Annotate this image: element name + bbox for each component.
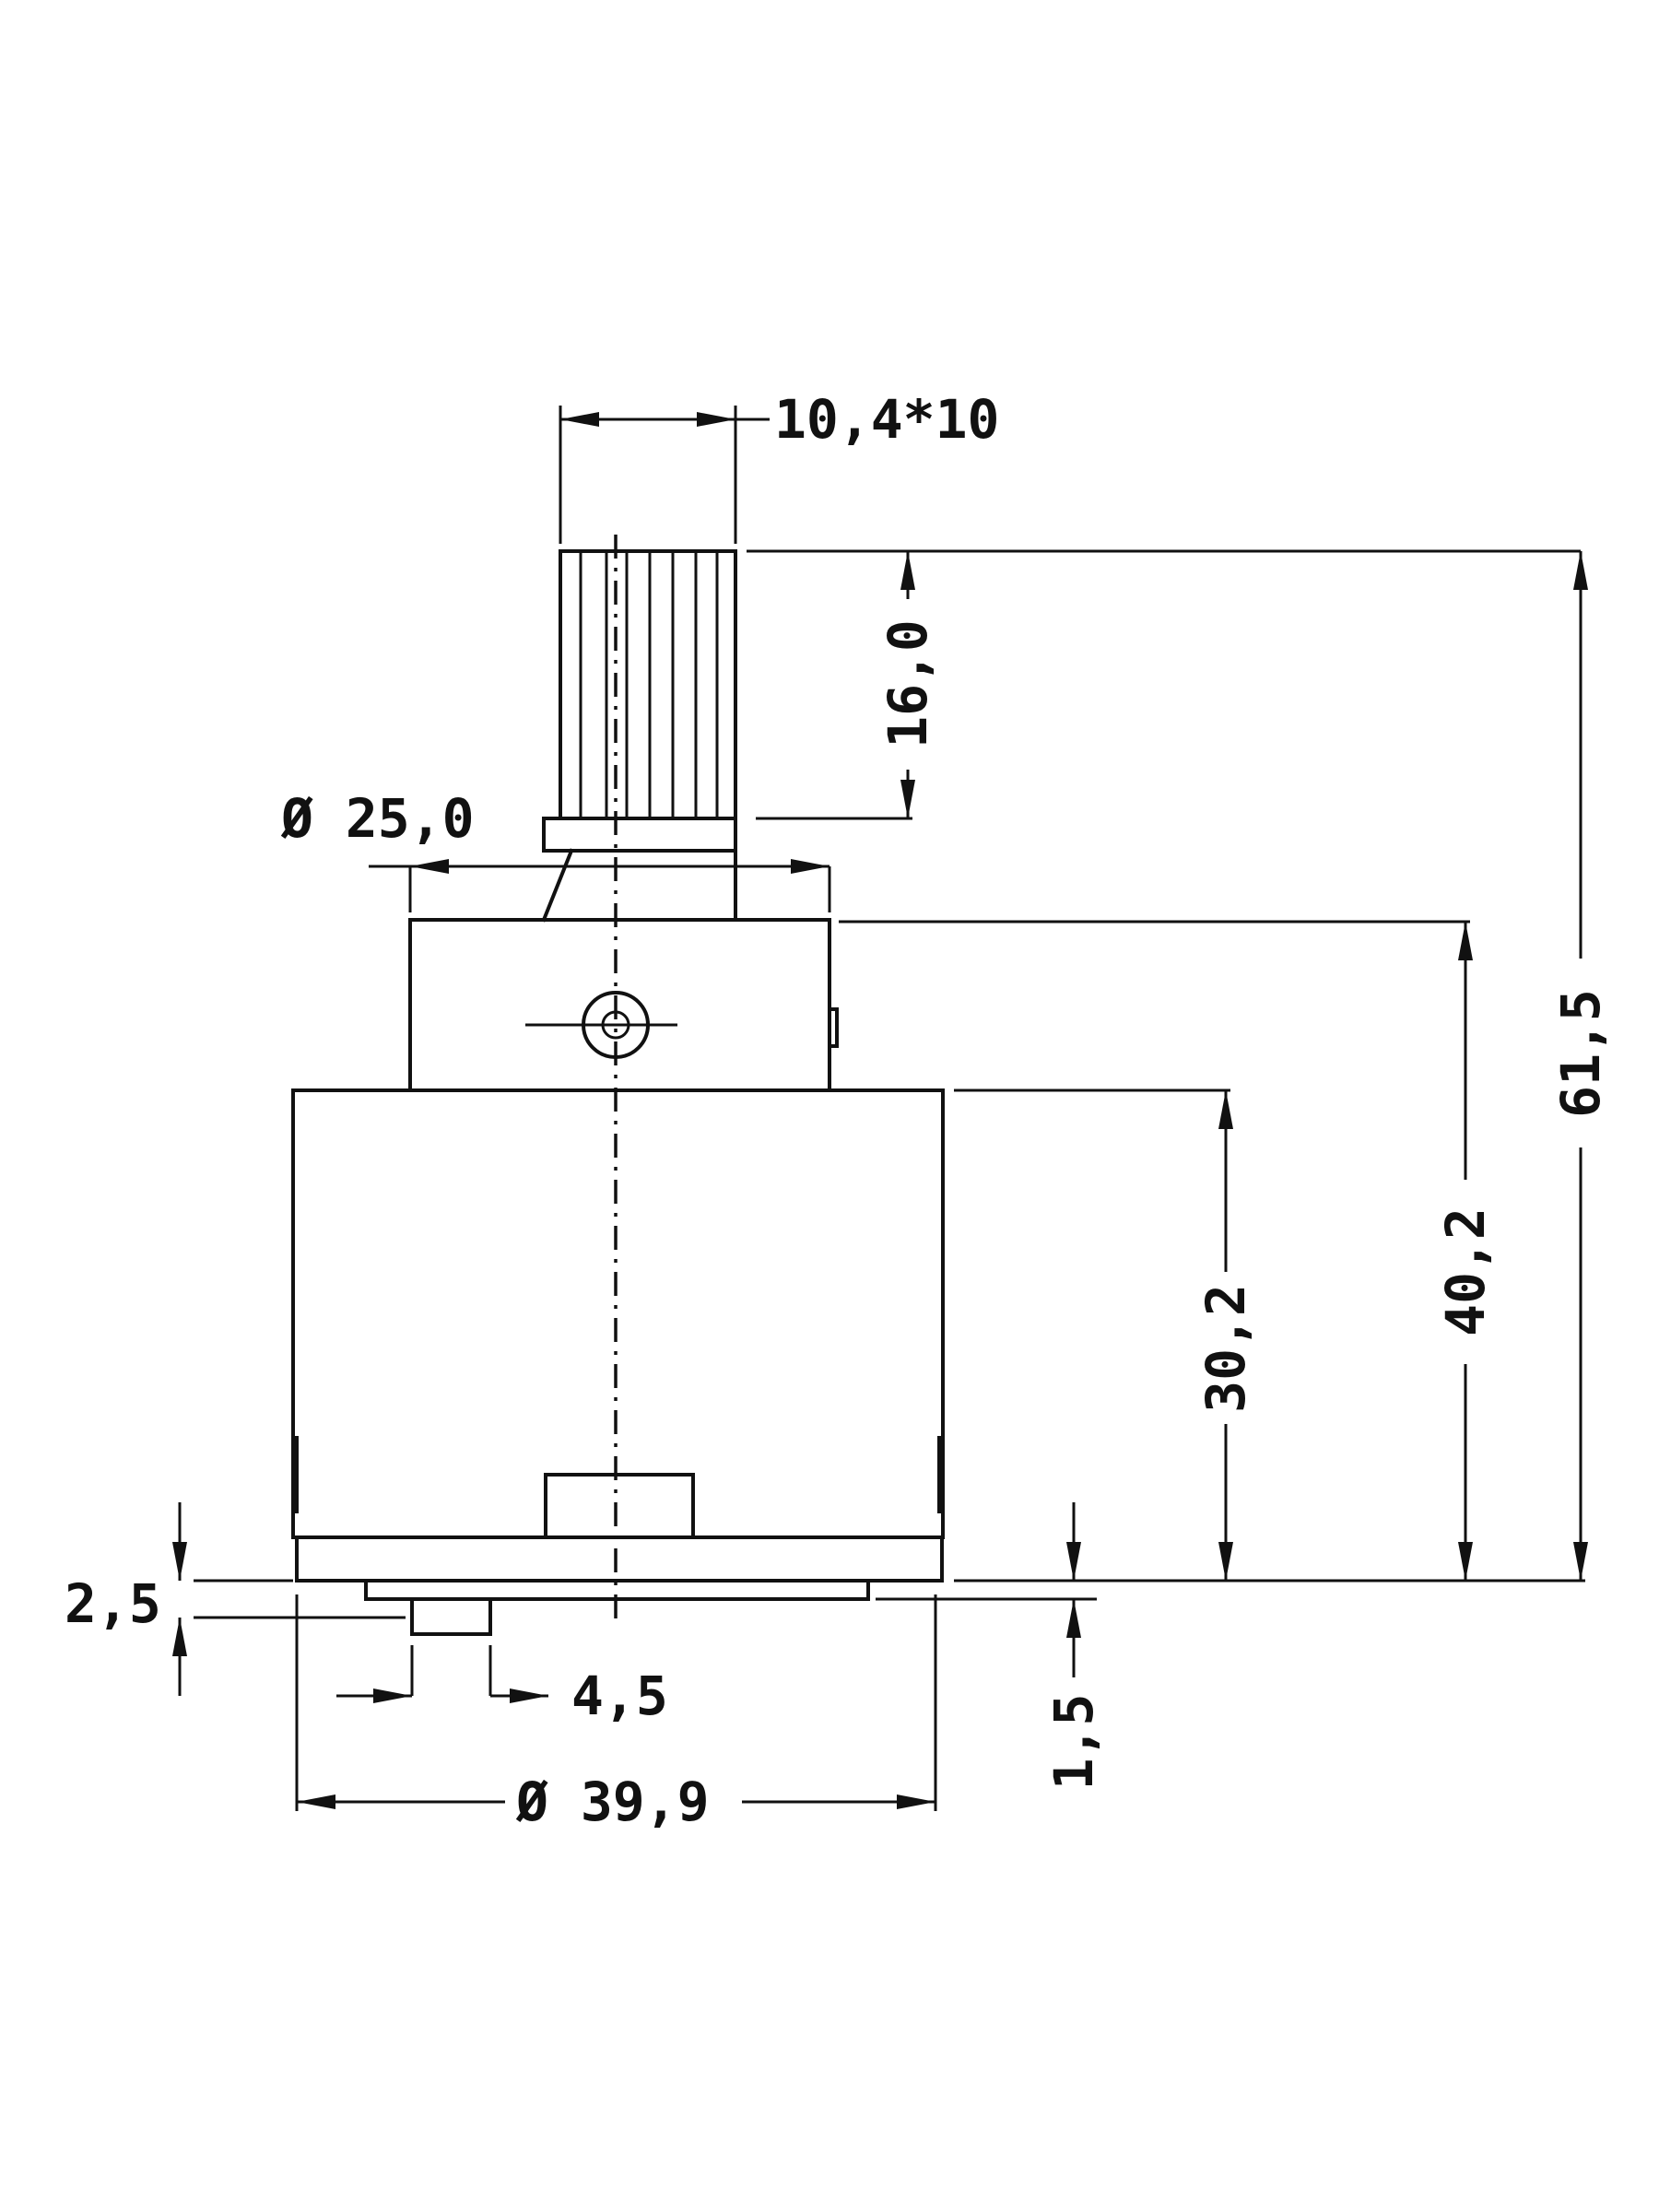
dim-body-height: 30,2 — [1194, 1284, 1257, 1413]
splined-stem — [541, 549, 737, 923]
extension-lines — [194, 406, 1585, 1811]
dim-base-offset: 1,5 — [1042, 1694, 1105, 1791]
dim-overall-height: 61,5 — [1549, 989, 1612, 1118]
dim-seal-thickness: 2,5 — [65, 1572, 161, 1635]
dim-collar-diameter: Ø 25,0 — [280, 787, 475, 850]
dim-body-diameter: Ø 39,9 — [515, 1771, 710, 1833]
dim-pin-width: 4,5 — [571, 1665, 668, 1727]
main-body — [291, 1088, 945, 1636]
dim-height-to-collar: 40,2 — [1434, 1207, 1497, 1336]
dimension-lines — [172, 412, 1588, 1809]
upper-housing — [408, 918, 839, 1092]
dim-stem-height: 16,0 — [877, 619, 939, 748]
dim-spline: 10,4*10 — [774, 388, 999, 451]
